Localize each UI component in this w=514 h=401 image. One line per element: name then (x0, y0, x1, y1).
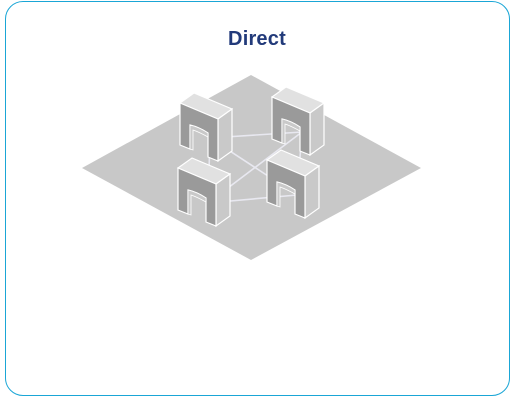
arch-block-icon (178, 92, 234, 163)
arch-block-icon (265, 149, 321, 220)
arch-block-icon (176, 157, 232, 228)
platform-plane (82, 75, 421, 260)
diagram-title: Direct (228, 28, 286, 50)
arch-block-icon (270, 86, 326, 157)
